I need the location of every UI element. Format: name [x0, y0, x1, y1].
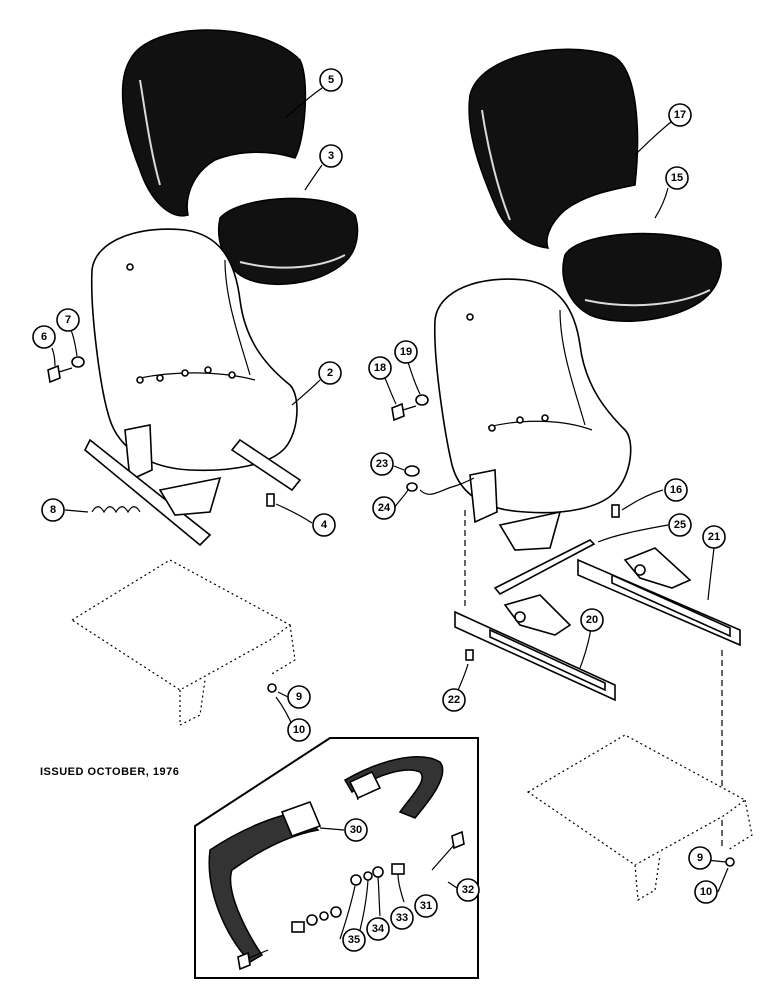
bolt-6 [47, 364, 73, 384]
right-seat-shell [433, 278, 632, 551]
svg-text:3: 3 [328, 150, 334, 162]
nut-lower [330, 906, 342, 918]
callout-10-right: 10 [694, 880, 718, 904]
seat-belt-inset-frame [194, 737, 479, 979]
left-seat-cushion [218, 197, 359, 286]
stud-16 [611, 504, 620, 518]
left-seat-shell [83, 228, 302, 547]
washer-lower-b [319, 911, 329, 921]
callout-9-left: 9 [287, 685, 311, 709]
svg-text:5: 5 [328, 74, 334, 86]
callout-6: 6 [32, 325, 56, 349]
svg-text:23: 23 [376, 458, 388, 470]
svg-text:35: 35 [348, 934, 360, 946]
callout-32: 32 [456, 878, 480, 902]
bolt-18 [391, 402, 417, 422]
callout-18: 18 [368, 356, 392, 380]
stud-4 [266, 493, 275, 507]
spring-8 [91, 506, 141, 514]
callout-22: 22 [442, 688, 466, 712]
svg-text:24: 24 [378, 502, 391, 514]
nut-19 [415, 394, 429, 406]
callout-33: 33 [390, 906, 414, 930]
callout-5: 5 [319, 68, 343, 92]
rod-25 [493, 539, 596, 596]
callout-17: 17 [668, 103, 692, 127]
callout-3: 3 [319, 144, 343, 168]
callout-34: 34 [366, 917, 390, 941]
washer-9-right [725, 857, 735, 867]
callout-19: 19 [394, 340, 418, 364]
callout-15: 15 [665, 166, 689, 190]
knob-23 [404, 465, 420, 477]
left-base-bracket [70, 559, 296, 726]
washer-9-left [267, 683, 277, 693]
svg-text:33: 33 [396, 912, 408, 924]
callout-2: 2 [318, 361, 342, 385]
washer-33 [372, 866, 384, 878]
callout-7: 7 [56, 308, 80, 332]
svg-text:18: 18 [374, 362, 386, 374]
callout-10-left: 10 [287, 718, 311, 742]
belt-bolt-32 [431, 830, 465, 871]
spacer-lower [291, 921, 305, 933]
callout-4: 4 [312, 513, 336, 537]
slide-rail-21 [577, 547, 741, 647]
svg-text:6: 6 [41, 331, 47, 343]
callout-16: 16 [664, 478, 688, 502]
svg-text:8: 8 [50, 504, 56, 516]
seat-belt [208, 756, 444, 963]
svg-text:30: 30 [350, 824, 362, 836]
callout-9-right: 9 [688, 846, 712, 870]
washer-7 [71, 356, 85, 368]
callout-8: 8 [41, 498, 65, 522]
svg-text:9: 9 [697, 852, 703, 864]
left-back-cushion [121, 29, 307, 217]
svg-text:32: 32 [462, 884, 474, 896]
right-seat-cushion [562, 232, 722, 323]
screw-22 [465, 649, 474, 661]
spacer-31 [391, 863, 405, 875]
callout-31: 31 [414, 894, 438, 918]
svg-text:16: 16 [670, 484, 682, 496]
svg-text:22: 22 [448, 694, 460, 706]
svg-text:15: 15 [671, 172, 683, 184]
svg-text:10: 10 [700, 886, 712, 898]
belt-bolt-lower [237, 949, 269, 971]
svg-text:17: 17 [674, 109, 686, 121]
leader-lines [51, 87, 729, 940]
callout-25: 25 [668, 513, 692, 537]
svg-text:10: 10 [293, 724, 305, 736]
callout-35: 35 [342, 928, 366, 952]
washer-lower-a [306, 914, 318, 926]
svg-text:19: 19 [400, 346, 412, 358]
svg-text:34: 34 [372, 923, 385, 935]
right-back-cushion [468, 48, 639, 249]
slide-rail-20 [454, 594, 616, 702]
callout-21: 21 [702, 525, 726, 549]
svg-text:2: 2 [327, 367, 333, 379]
issued-date-note: ISSUED OCTOBER, 1976 [40, 766, 180, 778]
svg-text:25: 25 [674, 519, 686, 531]
right-base-bracket [526, 734, 753, 901]
svg-text:7: 7 [65, 314, 71, 326]
svg-text:31: 31 [420, 900, 432, 912]
svg-text:20: 20 [586, 614, 598, 626]
svg-text:9: 9 [296, 691, 302, 703]
svg-text:4: 4 [321, 519, 328, 531]
washer-34 [363, 871, 373, 881]
callout-30-a: 30 [344, 818, 368, 842]
callout-24: 24 [372, 496, 396, 520]
svg-text:21: 21 [708, 531, 720, 543]
callout-20: 20 [580, 608, 604, 632]
washer-24 [406, 482, 418, 492]
nut-35 [350, 874, 362, 886]
callout-23: 23 [370, 452, 394, 476]
